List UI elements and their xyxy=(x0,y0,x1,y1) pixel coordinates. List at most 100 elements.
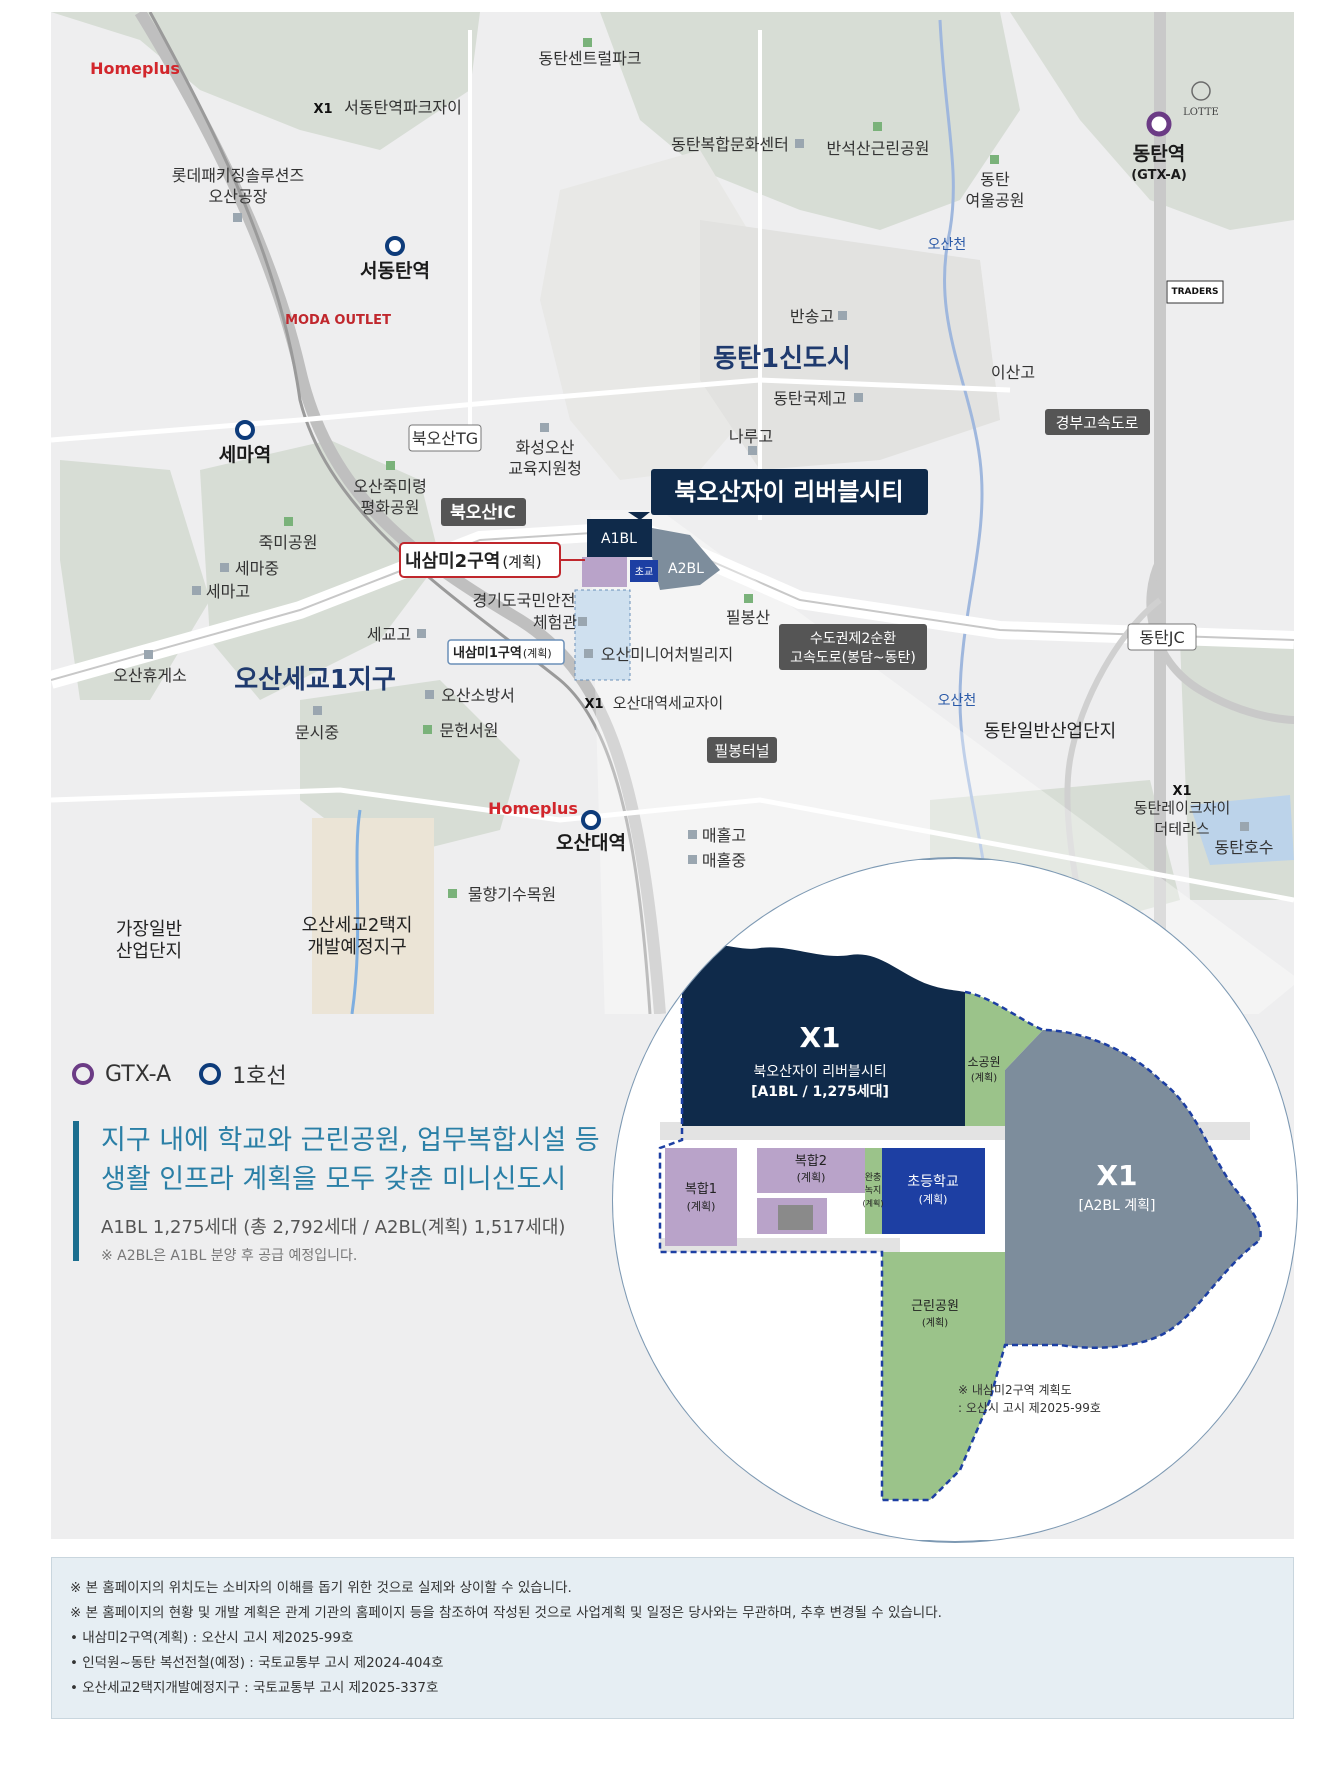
bugosan-ic-badge: 북오산IC xyxy=(441,498,526,526)
place-labels: 동탄센트럴파크 서동탄역파크자이 롯데패키징솔루션즈 오산공장 동탄복합문화센터… xyxy=(113,49,1273,904)
lotte-logo: LOTTE xyxy=(1183,81,1219,118)
station-legend: GTX-A 1호선 xyxy=(72,1058,287,1090)
svg-text:내삼미1구역(계획): 내삼미1구역(계획) xyxy=(453,645,552,661)
headline-line1: 지구 내에 학교와 근린공원, 업무복합시설 등 xyxy=(101,1125,600,1156)
inset-park: 근린공원 xyxy=(911,1299,959,1314)
naesammi2-label: 내삼미2구역 xyxy=(405,551,500,572)
disclaimer-line: • 오산세교2택지개발예정지구 : 국토교통부 고시 제2025-337호 xyxy=(70,1680,439,1696)
district-gajang-line2: 산업단지 xyxy=(116,941,182,962)
inset-school: 초등학교 xyxy=(907,1174,959,1190)
inset-buffer-sub: (계획) xyxy=(863,1198,884,1208)
dongtan-jc-badge: 동탄JC xyxy=(1127,623,1197,651)
place-osan-jungmi-1: 오산죽미령 xyxy=(353,477,427,496)
map-base xyxy=(51,12,1294,1014)
svg-text:필봉터널: 필봉터널 xyxy=(714,742,769,760)
svg-text:내삼미2구역(계획): 내삼미2구역(계획) xyxy=(405,551,542,572)
naesammi2-callout: 내삼미2구역(계획) xyxy=(399,542,585,578)
poi-markers xyxy=(144,38,1249,898)
dongtan-station[interactable]: 동탄역 (GTX-A) xyxy=(1131,111,1187,183)
inset-a2-name: [A2BL 계획] xyxy=(1078,1198,1155,1214)
place-lotte-packaging-1: 롯데패키징솔루션즈 xyxy=(172,166,304,185)
disclaimer-line: ※ 본 홈페이지의 위치도는 소비자의 이해를 돕기 위한 것으로 실제와 상이… xyxy=(70,1580,572,1596)
svg-text:북오산TG: 북오산TG xyxy=(412,429,478,448)
place-isan-high: 이산고 xyxy=(991,363,1035,382)
svg-text:동탄역: 동탄역 xyxy=(1133,143,1185,165)
svg-text:세마역: 세마역 xyxy=(219,444,271,466)
svg-text:수도권제2순환: 수도권제2순환 xyxy=(810,631,896,647)
place-sema-high: 세마고 xyxy=(206,582,250,601)
district-gajang-line1: 가장일반 xyxy=(116,919,182,940)
place-dongtan-lake-xi-2: 더테라스 xyxy=(1154,820,1209,838)
xi-mark-seodongtan: X1 xyxy=(313,102,332,117)
moda-outlet-logo: MODA OUTLET xyxy=(285,313,391,328)
disclaimer-box: ※ 본 홈페이지의 위치도는 소비자의 이해를 돕기 위한 것으로 실제와 상이… xyxy=(51,1557,1294,1719)
headline-line2: 생활 인프라 계획을 모두 갖춘 미니신도시 xyxy=(101,1164,567,1195)
xi-mark-lake: X1 xyxy=(1172,784,1191,799)
place-safety-center-2: 체험관 xyxy=(533,613,577,632)
svg-text:경부고속도로: 경부고속도로 xyxy=(1056,414,1139,432)
project-callout[interactable]: 북오산자이 리버블시티 xyxy=(628,469,928,520)
place-naru-high: 나루고 xyxy=(729,427,773,446)
svg-text:동탄JC: 동탄JC xyxy=(1139,628,1184,647)
inset-a1-logo: X1 xyxy=(799,1021,840,1054)
inset-small-park-sub: (계획) xyxy=(971,1072,997,1084)
place-maehol-high: 매홀고 xyxy=(702,826,746,845)
inset-school-sub: (계획) xyxy=(919,1193,948,1206)
place-osan-fire: 오산소방서 xyxy=(441,686,515,705)
headline-note: ※ A2BL은 A1BL 분양 후 공급 예정입니다. xyxy=(101,1248,358,1264)
place-hwaseong-edu-2: 교육지원청 xyxy=(508,459,582,478)
line1-legend-icon xyxy=(199,1063,222,1085)
gtx-legend-icon xyxy=(72,1063,94,1085)
place-seodongtan-park-xi: 서동탄역파크자이 xyxy=(344,98,462,117)
place-dongtan-central-park: 동탄센트럴파크 xyxy=(538,49,641,68)
place-segyo-high: 세교고 xyxy=(367,625,411,644)
xi-mark-osandae: X1 xyxy=(584,697,603,712)
inset-note-2: : 오산시 고시 제2025-99호 xyxy=(958,1401,1101,1415)
svg-text:고속도로(봉담~동탄): 고속도로(봉담~동탄) xyxy=(790,650,916,666)
place-osancheon-1: 오산천 xyxy=(928,237,967,253)
inset-note-1: ※ 내삼미2구역 계획도 xyxy=(958,1383,1072,1397)
inset-small-park: 소공원 xyxy=(967,1055,1000,1069)
place-safety-center-1: 경기도국민안전 xyxy=(472,591,575,610)
naesammi1-sub: (계획) xyxy=(523,647,552,660)
place-dongtan-intl: 동탄국제고 xyxy=(773,389,847,408)
site-plan-inset[interactable]: X1 북오산자이 리버블시티 [A1BL / 1,275세대] X1 [A2BL… xyxy=(612,857,1303,1543)
place-osandae-segyo-xi: 오산대역세교자이 xyxy=(613,694,723,712)
inset-buffer-2: 녹지 xyxy=(865,1185,882,1196)
gyeongbu-badge: 경부고속도로 xyxy=(1045,409,1150,435)
project-site[interactable]: A1BL A2BL 초교 xyxy=(574,519,720,681)
place-pilbongsan: 필봉산 xyxy=(726,608,770,627)
district-dongtan-industrial: 동탄일반산업단지 xyxy=(984,721,1116,742)
seodongtan-station[interactable]: 서동탄역 xyxy=(360,236,430,282)
place-lotte-packaging-2: 오산공장 xyxy=(209,187,268,206)
inset-a1-name: 북오산자이 리버블시티 xyxy=(753,1064,886,1080)
homeplus-logo-2: Homeplus xyxy=(488,799,578,818)
place-dongtan-yeoul-2: 여울공원 xyxy=(966,191,1025,210)
district-dongtan1: 동탄1신도시 xyxy=(713,344,851,374)
disclaimer-line: • 내삼미2구역(계획) : 오산시 고시 제2025-99호 xyxy=(70,1630,354,1646)
place-osan-jungmi-2: 평화공원 xyxy=(361,498,420,517)
sema-station[interactable]: 세마역 xyxy=(219,420,271,466)
svg-text:오산대역: 오산대역 xyxy=(556,832,626,854)
headline-block: 지구 내에 학교와 근린공원, 업무복합시설 등 생활 인프라 계획을 모두 갖… xyxy=(73,1121,600,1264)
inset-complex1-sub: (계획) xyxy=(687,1200,716,1213)
place-jungmi-park: 죽미공원 xyxy=(259,533,318,552)
site-a2bl-label: A2BL xyxy=(668,561,704,577)
project-title: 북오산자이 리버블시티 xyxy=(674,478,903,506)
naesammi1-callout: 내삼미1구역(계획) xyxy=(447,639,565,665)
inset-a1-detail: [A1BL / 1,275세대] xyxy=(751,1084,889,1100)
place-hwaseong-edu-1: 화성오산 xyxy=(516,438,575,457)
place-bansong-high: 반송고 xyxy=(790,307,834,326)
svg-text:북오산IC: 북오산IC xyxy=(450,503,516,523)
place-maehol-middle: 매홀중 xyxy=(702,851,746,870)
osandae-station[interactable]: 오산대역 xyxy=(556,810,626,854)
inset-complex2-sub: (계획) xyxy=(797,1171,826,1184)
bugosan-tg-badge: 북오산TG xyxy=(408,424,482,452)
place-osan-rest: 오산휴게소 xyxy=(113,666,187,685)
svg-text:LOTTE: LOTTE xyxy=(1183,107,1219,118)
place-bansuksan: 반석산근린공원 xyxy=(826,139,929,158)
site-a1bl-label: A1BL xyxy=(601,531,637,547)
place-munsi-middle: 문시중 xyxy=(295,723,339,742)
district-osan-segyo1: 오산세교1지구 xyxy=(234,665,396,695)
